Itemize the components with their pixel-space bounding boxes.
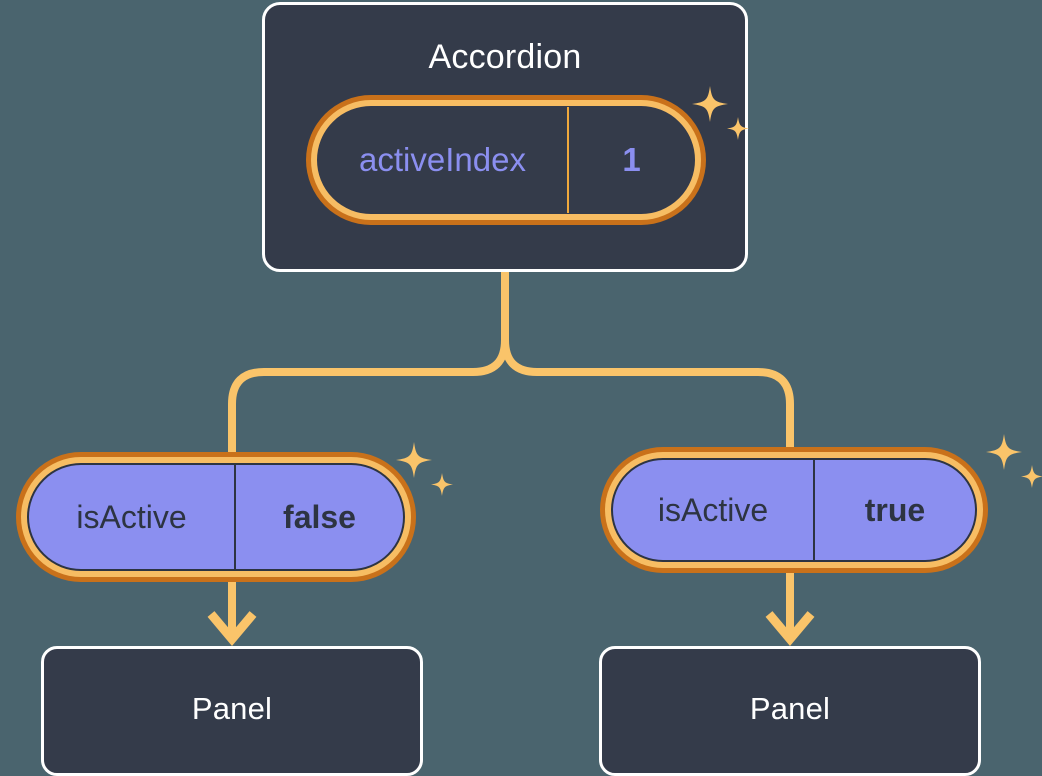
prop-pill-inner-ring-left: isActive false <box>21 457 411 577</box>
prop-pill-is-active-right[interactable]: isActive true <box>600 447 988 573</box>
state-pill-body: activeIndex 1 <box>317 106 695 214</box>
component-title-accordion: Accordion <box>428 38 582 76</box>
sparkle-small-icon <box>431 473 453 496</box>
connector-branch-left <box>228 339 509 470</box>
prop-pill-body-left: isActive false <box>27 463 405 571</box>
state-pill-active-index[interactable]: activeIndex 1 <box>306 95 706 225</box>
prop-pill-is-active-left[interactable]: isActive false <box>16 452 416 582</box>
component-title-panel-right: Panel <box>749 691 831 726</box>
prop-value-is-active-right: true <box>864 491 926 528</box>
prop-key-is-active-left: isActive <box>29 465 236 569</box>
state-pill-inner-ring: activeIndex 1 <box>311 100 701 220</box>
arrow-down-icon-right <box>765 611 815 646</box>
state-key-active-index: activeIndex <box>318 107 569 213</box>
arrow-down-icon-left <box>207 611 257 646</box>
component-card-panel-right[interactable]: Panel <box>599 646 981 776</box>
component-title-panel-left: Panel <box>191 691 273 726</box>
prop-pill-inner-ring-right: isActive true <box>605 452 983 568</box>
component-card-panel-left[interactable]: Panel <box>41 646 423 776</box>
sparkles-icon-right <box>986 434 1042 488</box>
prop-value-is-active-left: false <box>283 498 356 535</box>
sparkle-small-icon <box>1021 465 1042 488</box>
state-value-active-index: 1 <box>622 141 641 178</box>
sparkle-large-icon <box>986 434 1022 470</box>
sparkle-large-icon <box>396 442 432 478</box>
prop-key-is-active-right: isActive <box>613 460 815 560</box>
prop-pill-body-right: isActive true <box>611 458 977 562</box>
